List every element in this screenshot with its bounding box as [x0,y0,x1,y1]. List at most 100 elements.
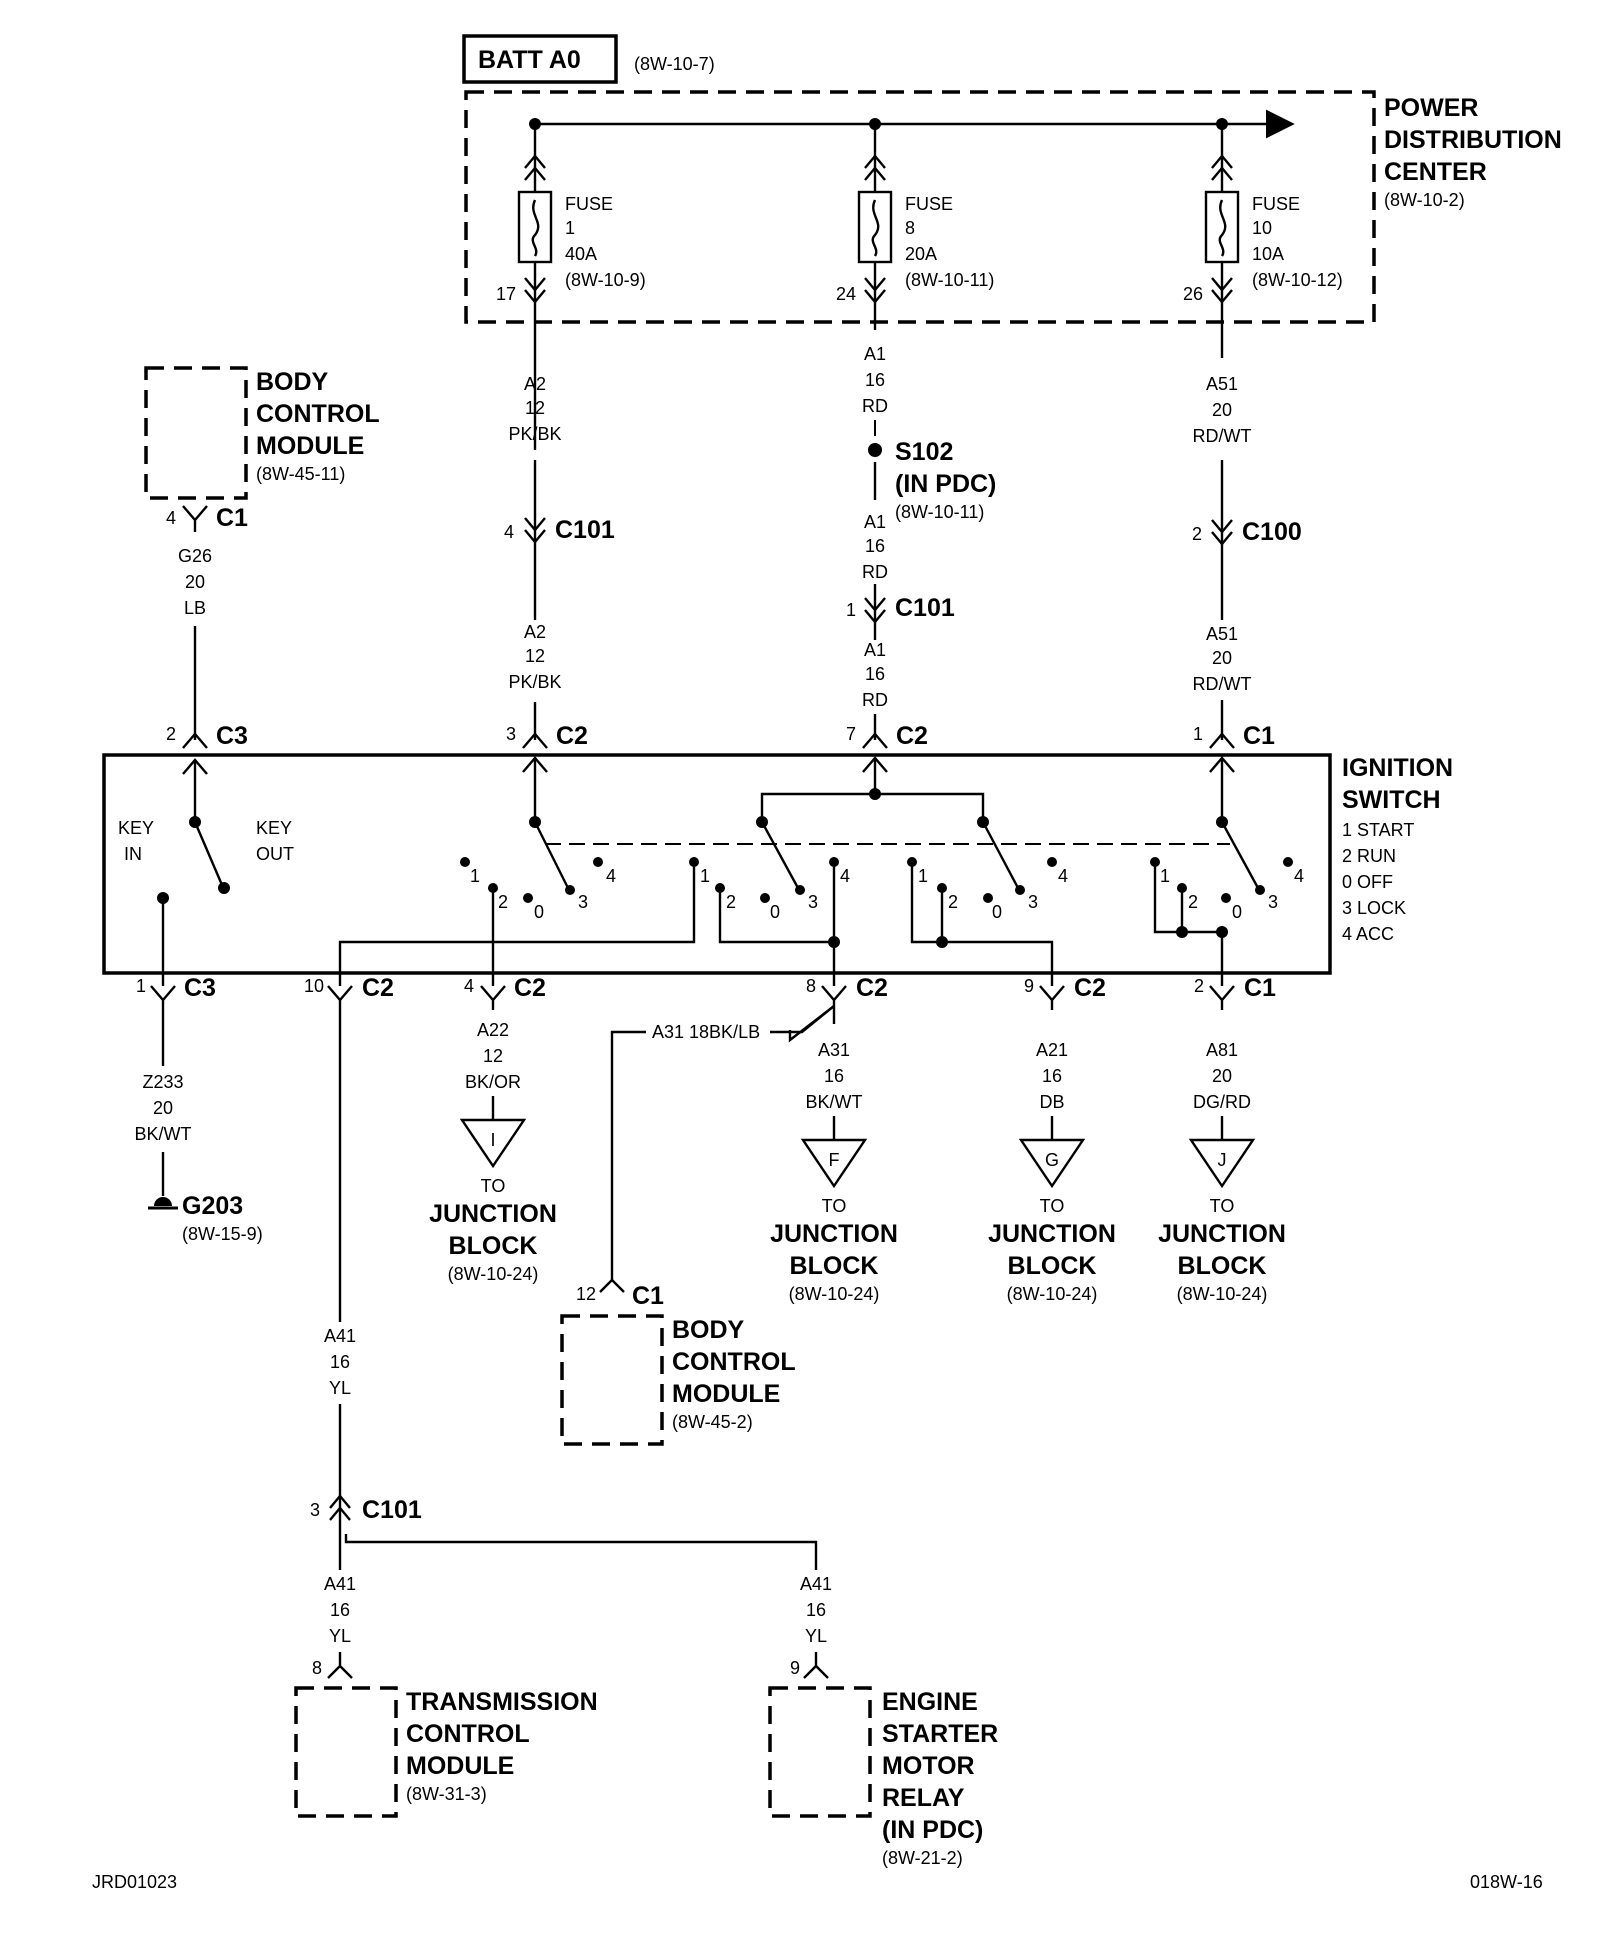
wafer-1-pos-2: 2 [498,892,508,912]
sw-c2a-label: C2 [556,722,588,750]
wire-a51-color-lower: RD/WT [1193,674,1252,694]
c100-label: C100 [1242,518,1302,546]
fuse-10-word: FUSE [1252,194,1300,214]
wire-a22-color: BK/OR [465,1072,521,1092]
ignition-label-2: SWITCH [1342,786,1441,814]
wire-a41-left-color: YL [329,1626,351,1646]
sw-c3-connector-symbol [182,732,208,749]
relay-pin: 9 [790,1658,800,1678]
wire-a51-circuit: A51 [1206,374,1238,394]
sw-c2b-connector-symbol [862,732,888,749]
wire-z233-gauge: 20 [153,1098,173,1118]
bcm-bottom-ref: (8W-45-2) [672,1412,753,1432]
footer-left-code: JRD01023 [92,1872,177,1892]
wafer-1-pos-3: 3 [578,892,588,912]
s102-ref: (8W-10-11) [895,502,984,522]
junction-f-ref: (8W-10-24) [789,1284,880,1304]
fuse-8-word: FUSE [905,194,953,214]
wafer-1-pos-1: 1 [470,866,480,886]
wire-z233-circuit: Z233 [142,1072,183,1092]
junction-i-label-1: JUNCTION [429,1200,557,1228]
wire-a21-color: DB [1039,1092,1064,1112]
sw-c2b-pin: 7 [846,724,856,744]
s102-label: S102 [895,438,953,466]
bcm2-c1-label: C1 [632,1282,664,1310]
out-c2c-pin: 8 [806,976,816,996]
wire-a2-color: PK/BK [508,424,561,444]
tcm-label-1: TRANSMISSION [406,1688,598,1716]
sw-c3-pin: 2 [166,724,176,744]
junction-f-label-2: BLOCK [790,1252,879,1280]
c101-c-label: C101 [362,1496,422,1524]
ignition-legend-acc: 4 ACC [1342,924,1394,944]
wire-a1-circuit-mid: A1 [864,512,886,532]
g203-label: G203 [182,1192,243,1220]
key-out-contact [218,882,230,894]
wire-a41-right-circuit: A41 [800,1574,832,1594]
fuse-10-amp: 10A [1252,244,1284,264]
batt-a0-box [462,34,618,84]
fuse-1-ref: (8W-10-9) [565,270,646,290]
tcm-box [294,1686,398,1818]
ignition-legend-run: 2 RUN [1342,846,1396,866]
out-c2a-pin: 10 [304,976,324,996]
ignition-legend-off: 0 OFF [1342,872,1393,892]
c100-connector-symbol [1211,519,1233,546]
relay-box [768,1686,872,1818]
wafer-2b-pos-4: 4 [1058,866,1068,886]
c100-pin: 2 [1192,524,1202,544]
wire-a51-color: RD/WT [1193,426,1252,446]
wafer-3-node [1216,926,1228,938]
fuse-10-group [1204,124,1240,358]
wafer-2a-blade [760,821,800,889]
key-in-label-2: IN [124,844,142,864]
pdc-label-2: DISTRIBUTION [1384,126,1562,154]
junction-f-to: TO [822,1196,847,1216]
pdc-label-1: POWER [1384,94,1478,122]
wafer-2-split [760,792,985,822]
wire-a51-circuit-lower: A51 [1206,624,1238,644]
route-node [828,936,840,948]
fuse-10-ref: (8W-10-12) [1252,270,1343,290]
wafer-2a-pos-3: 3 [808,892,818,912]
wire-a41-left-circuit: A41 [324,1574,356,1594]
c101-c-pin: 3 [310,1500,320,1520]
out-c1-pin: 2 [1194,976,1204,996]
wire-a1-color-lower: RD [862,690,888,710]
wafer-2a-pos-4: 4 [840,866,850,886]
wafer-3-route-1 [1153,862,1222,934]
pdc-ref: (8W-10-2) [1384,190,1465,210]
wire-a41-left-gauge: 16 [330,1600,350,1620]
junction-j-label-2: BLOCK [1178,1252,1267,1280]
wire-a41-color: YL [329,1378,351,1398]
wire-a1-circuit-lower: A1 [864,640,886,660]
bcm-bottom-box [560,1314,664,1446]
out-c2c-label: C2 [856,974,888,1002]
ignition-switch-box [102,753,1332,975]
bcm-top-label-2: CONTROL [256,400,380,428]
wire-a1-color-mid: RD [862,562,888,582]
g203-ground-icon [154,1197,172,1206]
wire-a31-branch-down [610,1030,646,1280]
wafer-2b-blade [981,821,1020,889]
wafer-2-arrow [862,756,888,773]
wire-a2-gauge-lower: 12 [525,646,545,666]
junction-i-label-2: BLOCK [449,1232,538,1260]
route-to-c2-9 [910,862,1054,972]
sw-c2a-connector-symbol [522,732,548,749]
junction-f-label-1: JUNCTION [770,1220,898,1248]
bcm-top-ref: (8W-45-11) [256,464,345,484]
relay-connector-symbol [803,1652,829,1679]
c101-connector-symbol [524,517,546,544]
wafer-3-pos-0: 0 [1232,902,1242,922]
wafer-1-arrow [522,756,548,773]
wafer-2a-pos-2: 2 [726,892,736,912]
sw-c2b-label: C2 [896,722,928,750]
junction-g-triangle [1018,1138,1086,1189]
ignition-legend-start: 1 START [1342,820,1414,840]
wafer-2b-pos-0: 0 [992,902,1002,922]
wire-a1-gauge-lower: 16 [865,664,885,684]
fuse-8-group [857,124,893,330]
junction-i-ref: (8W-10-24) [448,1264,539,1284]
